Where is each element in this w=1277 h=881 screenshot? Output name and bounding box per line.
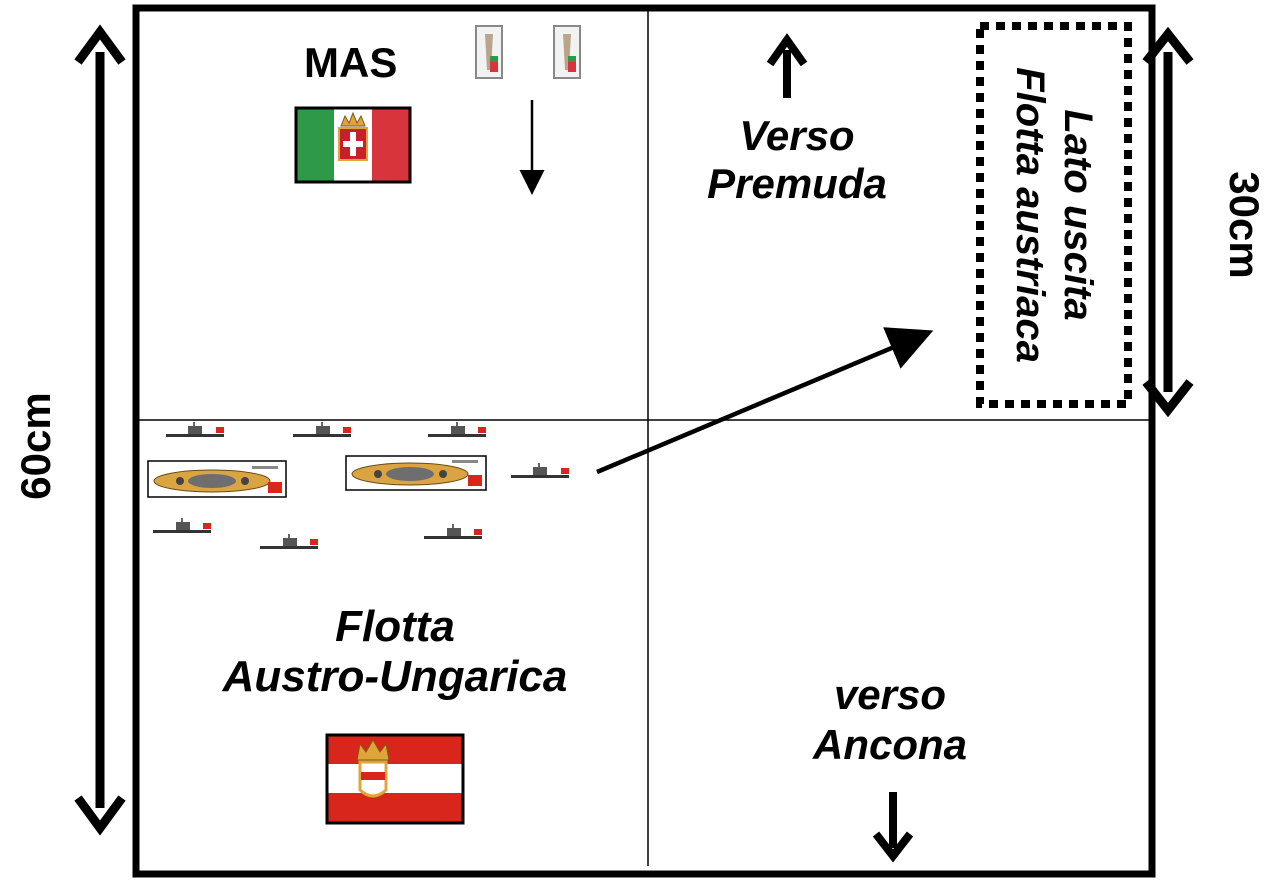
fleet-line-2: Austro-Ungarica	[222, 651, 568, 701]
exit-zone-line-1: Lato uscita	[1056, 109, 1100, 321]
exit-zone-line-2: Flotta austriaca	[1008, 67, 1052, 363]
destroyer-icon	[511, 463, 569, 478]
exit-zone-box	[976, 22, 1132, 408]
battleship-icon	[147, 460, 287, 498]
mas-boat-icon	[475, 25, 503, 79]
destroyer-icon	[293, 422, 351, 437]
destroyer-icon	[428, 422, 486, 437]
fleet-movement-arrow	[596, 327, 934, 475]
dimension-30cm-label: 30cm	[1221, 171, 1268, 279]
destroyer-icon	[260, 534, 318, 549]
fleet-label: Flotta Austro-Ungarica	[180, 602, 610, 701]
destroyer-icon	[166, 422, 224, 437]
battleship-icon	[345, 455, 487, 491]
verso-ancona-line-2: Ancona	[812, 721, 967, 769]
verso-ancona-line-1: verso	[833, 671, 947, 718]
dimension-arrow-60cm	[74, 24, 126, 836]
arrow-down-ancona	[872, 792, 914, 863]
verso-premuda-line-2: Premuda	[707, 160, 887, 208]
verso-premuda-line-1: Verso	[739, 112, 855, 159]
dimension-arrow-30cm	[1142, 26, 1194, 418]
verso-premuda-label: Verso Premuda	[672, 112, 922, 209]
destroyer-icon	[153, 518, 211, 533]
mas-label: MAS	[304, 39, 398, 86]
dimension-60cm-label: 60cm	[12, 392, 59, 500]
italian-naval-flag-icon	[294, 106, 412, 184]
destroyer-icon	[424, 524, 482, 539]
verso-ancona-label: verso Ancona	[770, 670, 1010, 771]
austro-hungarian-naval-flag-icon	[325, 733, 465, 825]
exit-zone-label: Lato uscita Flotta austriaca	[1006, 67, 1102, 363]
fleet-line-1: Flotta	[335, 602, 455, 651]
mas-boat-icon	[553, 25, 581, 79]
arrow-up-premuda	[766, 33, 808, 98]
